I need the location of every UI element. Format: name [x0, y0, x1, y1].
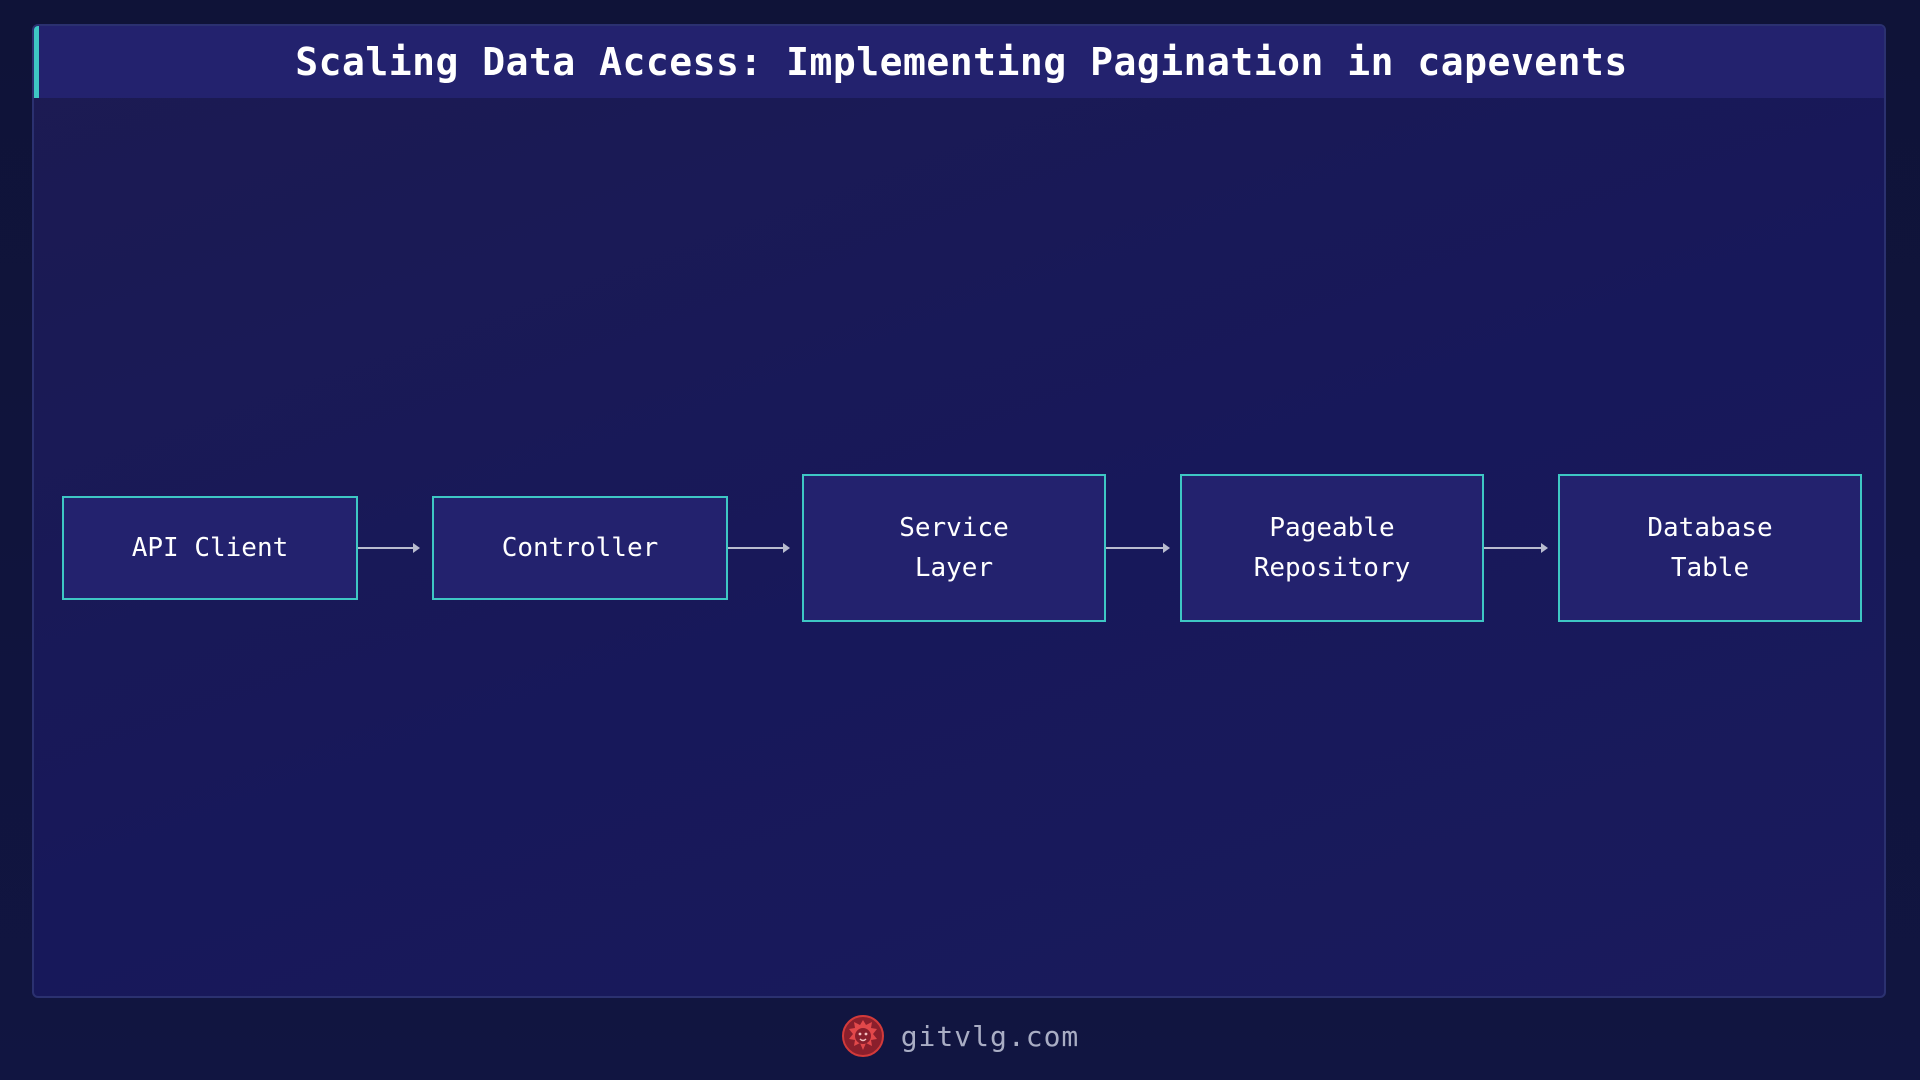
arrow-api-client-to-controller	[358, 543, 420, 553]
title-bar: Scaling Data Access: Implementing Pagina…	[34, 26, 1884, 98]
flow-diagram: API Client Controller Service Layer Page…	[34, 26, 1884, 996]
footer-site-link[interactable]: gitvlg.com	[900, 1019, 1080, 1053]
arrow-service-to-repository	[1106, 543, 1170, 553]
diagram-panel: Scaling Data Access: Implementing Pagina…	[32, 24, 1886, 998]
arrow-repository-to-database	[1484, 543, 1548, 553]
node-api-client: API Client	[62, 496, 358, 600]
arrow-controller-to-service	[728, 543, 790, 553]
node-service-layer: Service Layer	[802, 474, 1106, 622]
node-controller: Controller	[432, 496, 728, 600]
node-database-table: Database Table	[1558, 474, 1862, 622]
page-title: Scaling Data Access: Implementing Pagina…	[295, 40, 1628, 84]
lion-logo-icon[interactable]	[841, 1014, 885, 1058]
footer: gitvlg.com	[0, 1012, 1920, 1060]
node-pageable-repository: Pageable Repository	[1180, 474, 1484, 622]
